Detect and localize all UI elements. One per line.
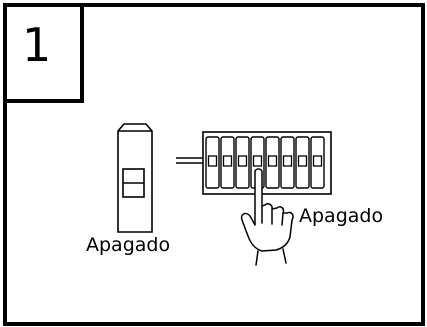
step-number: 1 bbox=[22, 18, 52, 72]
switch-5 bbox=[265, 136, 280, 189]
breaker-icon bbox=[117, 123, 153, 233]
panel-border bbox=[3, 3, 425, 326]
switch-1 bbox=[205, 136, 220, 189]
switch-8 bbox=[310, 136, 325, 189]
wire bbox=[176, 157, 206, 164]
step-number-box bbox=[3, 3, 84, 103]
switch-7 bbox=[295, 136, 310, 189]
switch-6 bbox=[280, 136, 295, 189]
switch-state-label: Apagado bbox=[299, 205, 384, 227]
switch-2 bbox=[220, 136, 235, 189]
breaker-state-label: Apagado bbox=[86, 234, 171, 256]
hand-pointer-icon bbox=[240, 168, 294, 266]
switch-3 bbox=[235, 136, 250, 189]
switch-bank-icon bbox=[202, 131, 332, 195]
